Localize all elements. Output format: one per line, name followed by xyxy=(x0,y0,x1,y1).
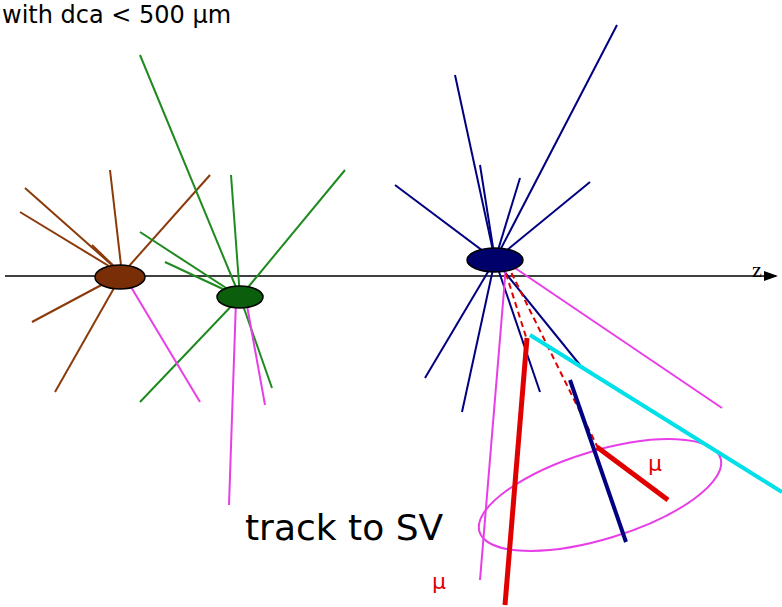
isolation-cone xyxy=(467,266,734,580)
green-tracks xyxy=(140,55,345,402)
axis-label: z xyxy=(752,258,762,282)
particle-label: μ xyxy=(648,452,662,476)
primary-vertex xyxy=(467,248,523,272)
cut-note: with dca < 500 μm xyxy=(2,2,231,28)
primary-vertex xyxy=(95,265,145,289)
added-track xyxy=(530,335,782,492)
navy-tracks xyxy=(395,25,617,412)
caption-note: track to SV xyxy=(245,508,443,548)
muon-track xyxy=(597,447,668,500)
muon-track xyxy=(505,338,527,605)
magenta-tracks xyxy=(128,282,265,505)
particle-label: μ xyxy=(432,570,446,594)
primary-vertex xyxy=(217,286,263,308)
